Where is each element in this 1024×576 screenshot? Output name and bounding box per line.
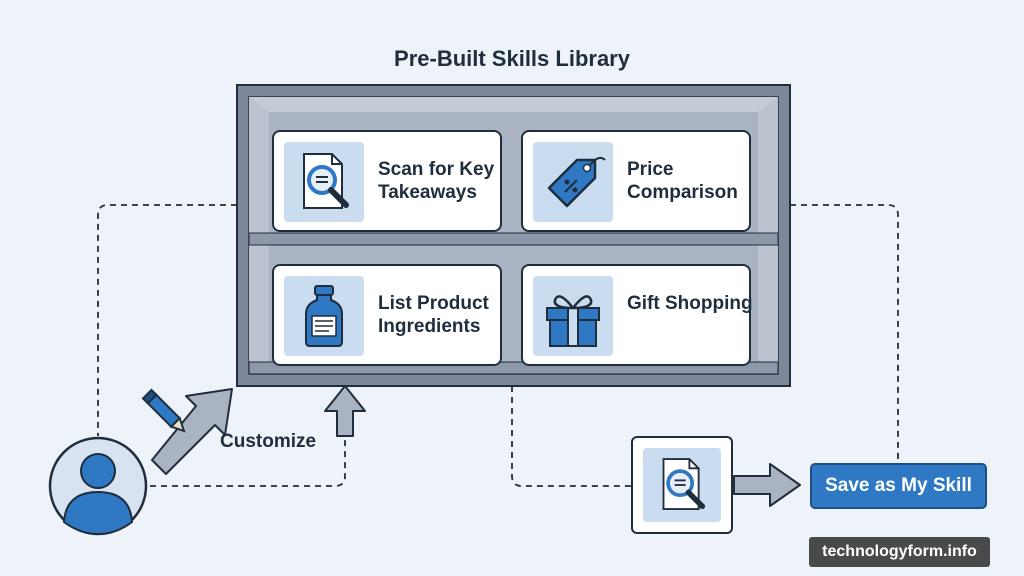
diagonal-arrow-icon [151, 388, 233, 475]
pencil-icon [141, 388, 186, 433]
price-tag-icon [533, 142, 613, 222]
right-arrow-icon [733, 463, 801, 507]
customize-label: Customize [220, 431, 317, 452]
up-arrow-icon [324, 385, 366, 437]
dashed-connector-bottom [511, 386, 631, 487]
gift-box-icon [533, 276, 613, 356]
skill-label-price: Price Comparison [627, 159, 738, 203]
save-as-my-skill-button[interactable]: Save as My Skill [810, 463, 987, 509]
dashed-connector-left [97, 204, 237, 436]
skill-card-price[interactable]: Price Comparison [521, 130, 751, 232]
skill-card-scan[interactable]: Scan for Key Takeaways [272, 130, 502, 232]
skill-label-gift: Gift Shopping [627, 293, 753, 314]
dashed-connector-right [790, 204, 899, 462]
page-title: Pre-Built Skills Library [394, 46, 630, 71]
skill-card-ingredients[interactable]: List Product Ingredients [272, 264, 502, 366]
skill-label-ingredients: List Product Ingredients [378, 293, 489, 337]
user-avatar [48, 436, 148, 536]
dashed-connector-user [150, 437, 346, 487]
custom-skill-card[interactable] [631, 436, 733, 534]
document-magnifier-icon [643, 448, 721, 522]
document-magnifier-icon [284, 142, 364, 222]
skill-label-scan: Scan for Key Takeaways [378, 159, 495, 203]
watermark-label: technologyform.info [809, 537, 990, 567]
bottle-icon [284, 276, 364, 356]
skill-card-gift[interactable]: Gift Shopping [521, 264, 753, 366]
